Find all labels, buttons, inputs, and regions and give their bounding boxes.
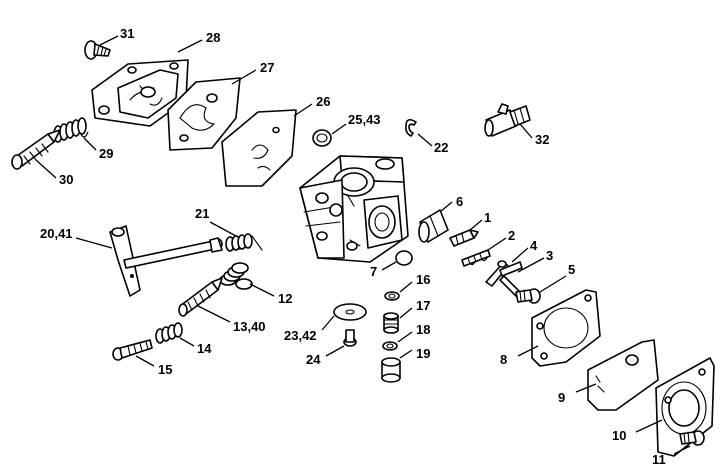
label-12: 12 [278,291,292,306]
part-6-fitting [418,209,449,243]
part-7-plug [395,250,413,266]
part-13-40-needle [178,277,223,317]
label-25-43: 25,43 [348,112,381,127]
label-1: 1 [484,210,491,225]
label-16: 16 [416,272,430,287]
part-1-inlet-needle [449,229,479,247]
label-6: 6 [456,194,463,209]
part-22-clip [405,118,417,137]
part-11-screw [679,430,705,446]
label-15: 15 [158,362,172,377]
part-23-42-disc [333,303,367,321]
part-4-lever [485,260,523,287]
label-17: 17 [416,298,430,313]
part-17-jet [383,312,399,334]
part-9-diaphragm [587,339,659,411]
part-15-screw [112,339,153,361]
part-25-43-screen [312,129,332,147]
label-31: 31 [120,26,134,41]
part-19-plug [381,357,401,383]
label-29: 29 [99,146,113,161]
label-13-40: 13,40 [233,319,266,334]
label-22: 22 [434,140,448,155]
label-2: 2 [508,228,515,243]
part-2-spring [461,249,491,267]
label-10: 10 [612,428,626,443]
label-3: 3 [546,248,553,263]
part-30-needle [11,129,61,170]
part-14-spring [155,322,183,344]
label-5: 5 [568,262,575,277]
label-19: 19 [416,346,430,361]
part-26-diaphragm [221,109,297,187]
label-11: 11 [652,452,666,467]
label-24: 24 [306,352,321,367]
label-8: 8 [500,352,507,367]
label-21: 21 [195,206,209,221]
label-4: 4 [530,238,538,253]
label-7: 7 [370,264,377,279]
part-12-spring [219,262,253,290]
part-31-screw [84,40,111,60]
label-26: 26 [316,94,330,109]
part-24-screw [343,329,357,347]
part-5-screw [515,288,541,304]
carburetor-body [299,155,409,263]
part-20-41-throttle-shaft [109,225,223,297]
part-18-washer [382,341,398,351]
label-14: 14 [197,341,212,356]
label-20-41: 20,41 [40,226,73,241]
label-27: 27 [260,60,274,75]
label-23-42: 23,42 [284,328,317,343]
part-21-spring [225,233,263,252]
label-18: 18 [416,322,430,337]
label-32: 32 [535,132,549,147]
part-16-washer [384,291,400,301]
label-28: 28 [206,30,220,45]
label-30: 30 [59,172,73,187]
part-32-fitting [484,103,531,137]
part-27-gasket [167,77,241,151]
part-8-gasket [531,289,601,367]
label-9: 9 [558,390,565,405]
